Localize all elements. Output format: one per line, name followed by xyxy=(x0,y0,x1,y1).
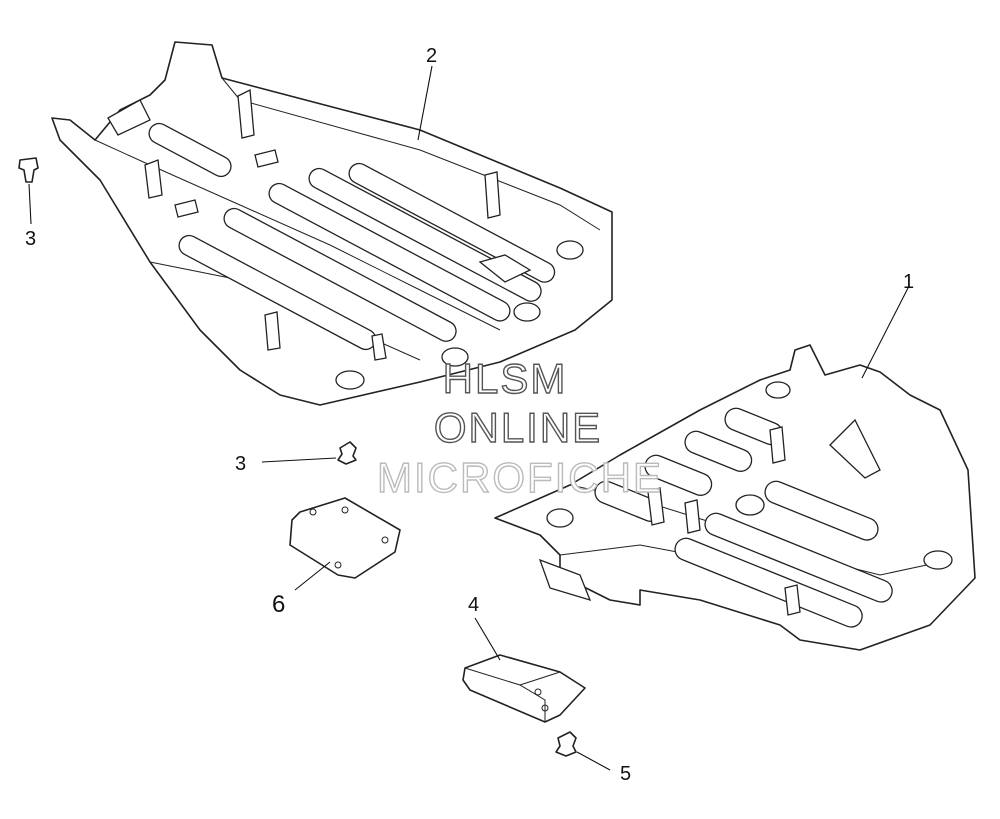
callout-3-upper: 3 xyxy=(25,228,36,250)
leader-lines xyxy=(28,65,909,771)
callout-6: 6 xyxy=(272,591,285,618)
skid-plate-lower xyxy=(494,344,976,651)
callout-2: 2 xyxy=(426,45,437,67)
bracket xyxy=(462,654,586,723)
watermark-line3: MICROFICHE xyxy=(377,454,663,501)
callout-3-lower: 3 xyxy=(235,453,246,475)
callout-5: 5 xyxy=(620,763,631,785)
callout-4: 4 xyxy=(468,594,479,616)
callout-1: 1 xyxy=(903,271,914,293)
watermark-line2: ONLINE xyxy=(434,404,602,451)
skid-plate-upper xyxy=(51,41,613,406)
watermark-line1: HLSM xyxy=(443,355,568,402)
cover-plate xyxy=(289,497,401,579)
fastener-3-upper xyxy=(18,157,39,183)
fastener-3-lower xyxy=(337,441,357,465)
fastener-5 xyxy=(555,731,577,757)
